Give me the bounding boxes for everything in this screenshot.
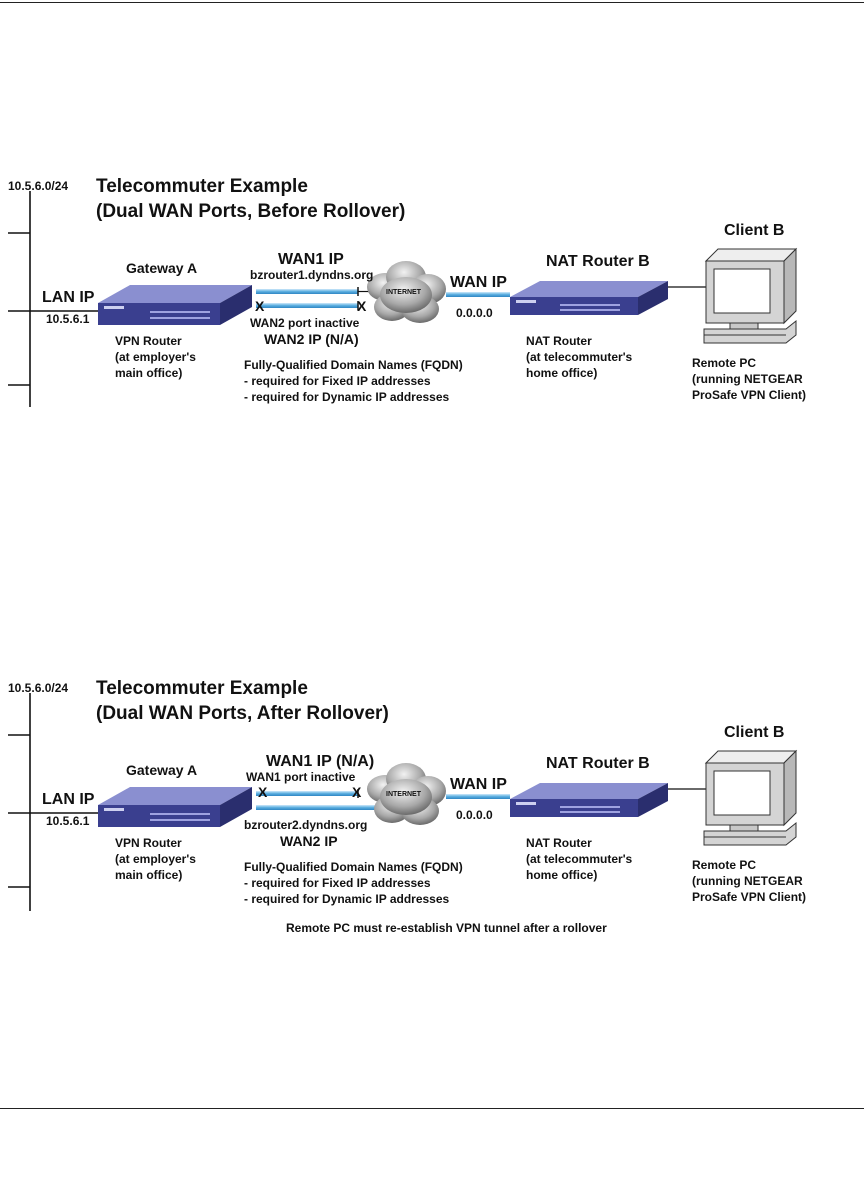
nat-router-icon bbox=[510, 281, 668, 315]
vpn-router-desc: VPN Router (at employer's main office) bbox=[115, 836, 196, 882]
lan-ip-value: 10.5.6.1 bbox=[46, 312, 90, 326]
wan1-link bbox=[256, 289, 358, 294]
wan-bottom-sub: WAN2 port inactive bbox=[250, 316, 360, 330]
diagram-subtitle: (Dual WAN Ports, After Rollover) bbox=[96, 703, 389, 724]
gateway-label: Gateway A bbox=[126, 762, 198, 778]
diagram-graphics bbox=[8, 191, 798, 407]
wan1-link bbox=[256, 791, 358, 796]
internet-label: INTERNET bbox=[386, 791, 421, 798]
nat-router-desc: NAT Router (at telecommuter's home offic… bbox=[526, 334, 633, 380]
internet-cloud-icon bbox=[367, 261, 446, 323]
remote-pc-desc: Remote PC (running NETGEAR ProSafe VPN C… bbox=[692, 858, 807, 904]
wan-bottom-label: WAN2 IP (N/A) bbox=[264, 331, 359, 347]
page-bottom-rule bbox=[0, 1108, 864, 1109]
subnet-label: 10.5.6.0/24 bbox=[8, 681, 69, 695]
nat-router-label: NAT Router B bbox=[546, 253, 650, 270]
diagram-before-rollover: 10.5.6.0/24 Telecommuter Example (Dual W… bbox=[0, 175, 864, 445]
diagram-title: Telecommuter Example bbox=[96, 678, 308, 699]
fqdn-desc: Fully-Qualified Domain Names (FQDN) - re… bbox=[244, 860, 463, 906]
wan-ip-label: WAN IP bbox=[450, 776, 507, 793]
wan-top-label: WAN1 IP (N/A) bbox=[266, 753, 375, 770]
nat-wan-link bbox=[446, 292, 510, 297]
wan-top-sub: WAN1 port inactive bbox=[246, 770, 356, 784]
client-label: Client B bbox=[724, 724, 785, 741]
nat-router-icon bbox=[510, 783, 668, 817]
gateway-label: Gateway A bbox=[126, 260, 198, 276]
diagram-title: Telecommuter Example bbox=[96, 176, 308, 197]
wan2-link bbox=[256, 805, 376, 810]
wan-ip-value: 0.0.0.0 bbox=[456, 808, 493, 822]
page-top-rule bbox=[0, 2, 864, 3]
lan-ip-label: LAN IP bbox=[42, 289, 95, 306]
diagram-graphics bbox=[8, 693, 798, 911]
client-label: Client B bbox=[724, 222, 785, 239]
diagram-subtitle: (Dual WAN Ports, Before Rollover) bbox=[96, 201, 406, 222]
remote-pc-icon bbox=[703, 749, 798, 846]
nat-wan-link bbox=[446, 794, 510, 799]
internet-label: INTERNET bbox=[386, 289, 421, 296]
wan-bottom-sub: bzrouter2.dyndns.org bbox=[244, 818, 368, 832]
wan-top-label: WAN1 IP bbox=[278, 251, 344, 268]
wan-top-sub: bzrouter1.dyndns.org bbox=[250, 268, 374, 282]
fqdn-desc: Fully-Qualified Domain Names (FQDN) - re… bbox=[244, 358, 463, 404]
wan2-link bbox=[256, 303, 358, 308]
x-mark-left: X bbox=[258, 784, 268, 800]
wan-ip-value: 0.0.0.0 bbox=[456, 306, 493, 320]
gateway-router-icon bbox=[98, 285, 252, 325]
internet-cloud-icon bbox=[367, 763, 446, 825]
nat-router-label: NAT Router B bbox=[546, 755, 650, 772]
subnet-label: 10.5.6.0/24 bbox=[8, 179, 69, 193]
rollover-footnote: Remote PC must re-establish VPN tunnel a… bbox=[286, 921, 607, 935]
x-mark-right: X bbox=[352, 784, 362, 800]
remote-pc-desc: Remote PC (running NETGEAR ProSafe VPN C… bbox=[692, 356, 807, 402]
lan-ip-label: LAN IP bbox=[42, 791, 95, 808]
wan-ip-label: WAN IP bbox=[450, 274, 507, 291]
x-mark-right: X bbox=[357, 298, 367, 314]
diagram-after-rollover: 10.5.6.0/24 Telecommuter Example (Dual W… bbox=[0, 677, 864, 947]
nat-router-desc: NAT Router (at telecommuter's home offic… bbox=[526, 836, 633, 882]
remote-pc-icon bbox=[703, 247, 798, 344]
wan-bottom-label: WAN2 IP bbox=[280, 833, 338, 849]
lan-ip-value: 10.5.6.1 bbox=[46, 814, 90, 828]
gateway-router-icon bbox=[98, 787, 252, 827]
vpn-router-desc: VPN Router (at employer's main office) bbox=[115, 334, 196, 380]
x-mark-left: X bbox=[255, 298, 265, 314]
